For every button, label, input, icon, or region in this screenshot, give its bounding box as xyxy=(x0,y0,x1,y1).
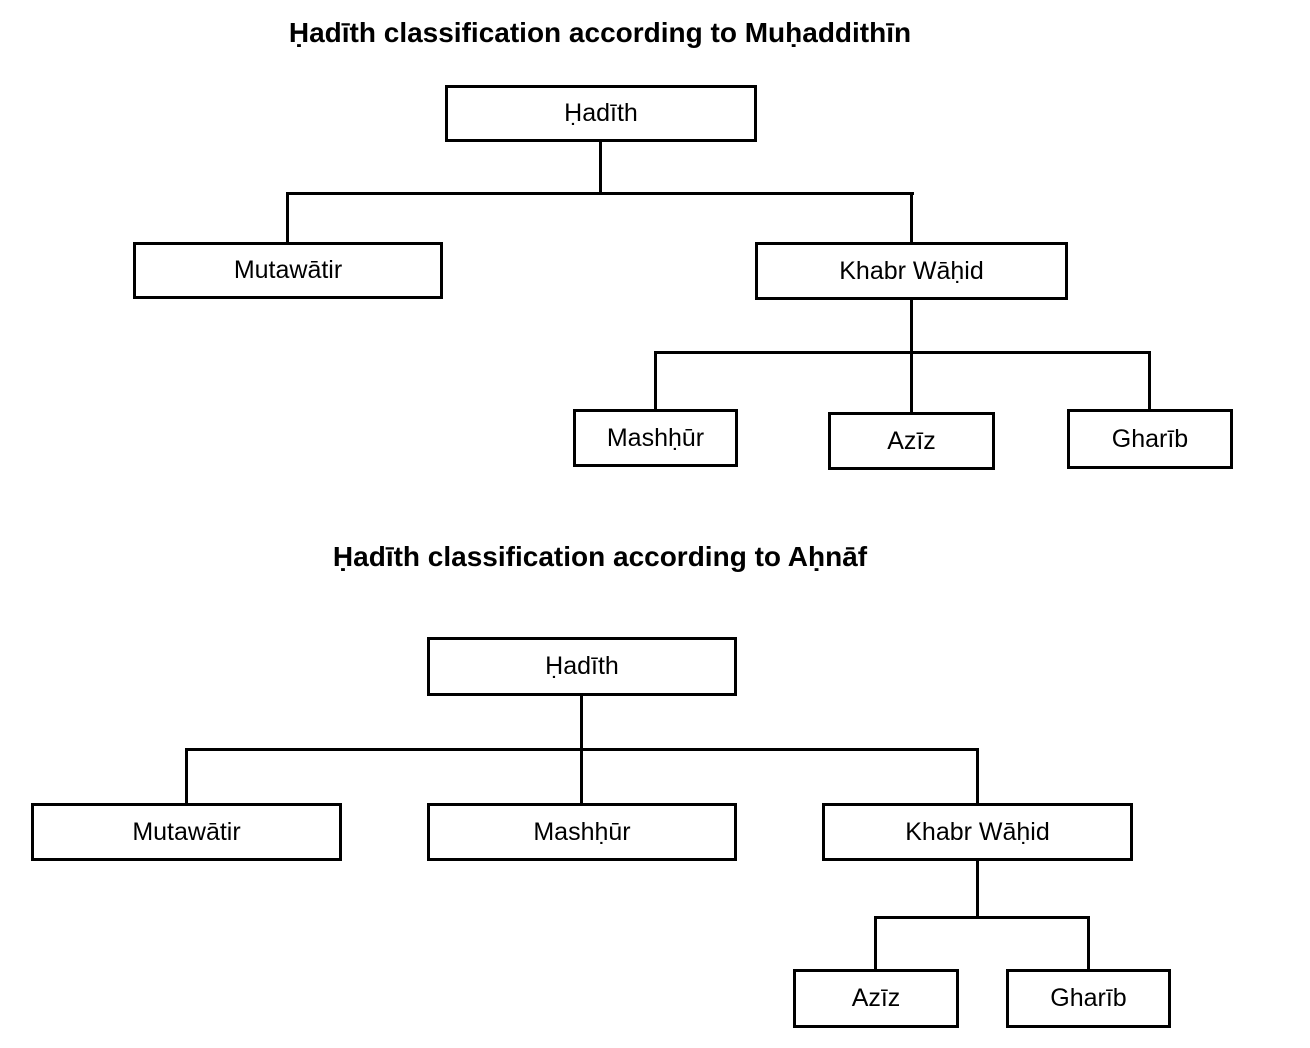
node-hadith: Ḥadīth xyxy=(445,85,757,142)
node-hadith: Ḥadīth xyxy=(427,637,737,696)
connector-line xyxy=(1087,916,1090,972)
connector-line xyxy=(654,351,1151,354)
connector-line xyxy=(874,916,877,972)
muhaddithin-diagram-title: Ḥadīth classification according to Muḥad… xyxy=(288,17,912,48)
node-mutawatir: Mutawātir xyxy=(31,803,342,861)
node-mashhur: Mashḥūr xyxy=(573,409,738,467)
connector-line xyxy=(976,748,979,806)
connector-line xyxy=(185,748,188,806)
connector-line xyxy=(286,192,914,195)
node-khabr-wahid: Khabr Wāḥid xyxy=(822,803,1133,861)
connector-line xyxy=(599,140,602,195)
connector-line xyxy=(1148,351,1151,412)
node-aziz: Azīz xyxy=(793,969,959,1028)
node-mashhur: Mashḥūr xyxy=(427,803,737,861)
connector-line xyxy=(976,859,979,919)
connector-line xyxy=(286,192,289,245)
connector-line xyxy=(654,351,657,412)
connector-line xyxy=(580,694,583,751)
connector-line xyxy=(910,298,913,415)
node-gharib: Gharīb xyxy=(1067,409,1233,469)
node-aziz: Azīz xyxy=(828,412,995,470)
node-khabr-wahid: Khabr Wāḥid xyxy=(755,242,1068,300)
ahnaf-diagram-title: Ḥadīth classification according to Aḥnāf xyxy=(332,541,868,572)
connector-line xyxy=(580,748,583,806)
connector-line xyxy=(910,192,913,245)
node-mutawatir: Mutawātir xyxy=(133,242,443,299)
connector-line xyxy=(874,916,1090,919)
node-gharib: Gharīb xyxy=(1006,969,1171,1028)
